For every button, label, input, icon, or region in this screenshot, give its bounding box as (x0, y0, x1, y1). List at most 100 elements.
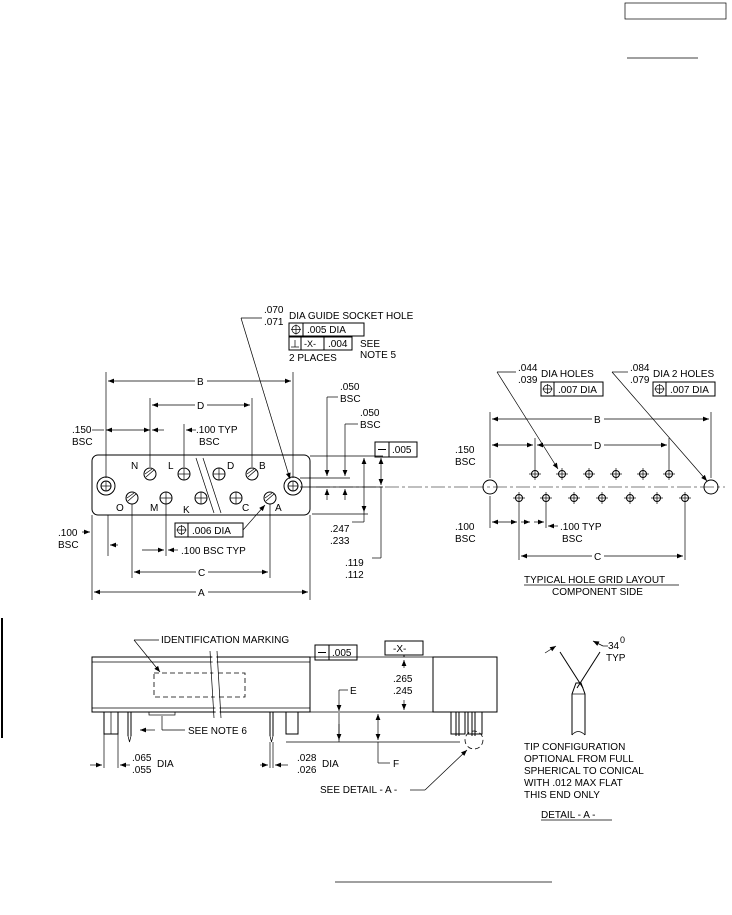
pin-label-n: N (131, 461, 138, 472)
detail-note-1: TIP CONFIGURATION (524, 742, 625, 753)
side-body (91, 656, 311, 713)
dim-100-value: .100 (58, 528, 78, 539)
guide-socket-fcf-2 (288, 336, 353, 351)
grid-dim-b-label: B (594, 415, 601, 426)
guide-socket-dia-max: .070 (264, 305, 284, 316)
guide-socket-fcf-datum: -X- (304, 339, 316, 349)
break-line-2 (202, 457, 222, 514)
guide-socket-left (96, 476, 116, 496)
pin-k (194, 491, 208, 505)
dim-050b-value: .050 (360, 408, 380, 419)
hole-grid-layout: .044 .039 DIA HOLES .007 DIA .084 .079 D… (455, 363, 725, 598)
guide-socket-fcf-perp: .004 (328, 339, 348, 350)
pin-d-mark (212, 467, 226, 481)
pin-fcf-leader (242, 504, 266, 531)
dim-100bsctyp: .100 BSC TYP (181, 546, 246, 557)
grid-dim-100-value: .100 (455, 522, 475, 533)
dim-100-bsc: BSC (58, 540, 79, 551)
position-icon-4 (654, 384, 665, 394)
see-detail-a: SEE DETAIL - A - (320, 785, 397, 796)
pin-l (177, 467, 191, 481)
dim-065: .065 (132, 753, 152, 764)
grid-dim-d-label: D (594, 441, 601, 452)
top-view: N L D B O M K C A .070 .071 DIA GUIDE SO… (58, 305, 470, 600)
pin-label-o: O (116, 503, 124, 514)
flatness-tol-side: .005 (332, 648, 352, 659)
datum-x-label: -X- (393, 644, 406, 655)
dim-055: .055 (132, 765, 152, 776)
id-marking-label: IDENTIFICATION MARKING (161, 635, 289, 646)
dim-a-label: A (198, 588, 205, 599)
grid-title: TYPICAL HOLE GRID LAYOUT (524, 575, 665, 586)
dim-100typ-bsc: BSC (199, 437, 220, 448)
grid-dim-c-label: C (594, 552, 601, 563)
id-marking-leader (133, 639, 161, 673)
guide-socket-fcf-tol: .005 DIA (307, 325, 346, 336)
grid-large-hole-left (482, 479, 498, 495)
dim-100typ-value: .100 TYP (196, 425, 238, 436)
guide-socket-note: NOTE 5 (360, 350, 397, 361)
side-break (212, 650, 220, 719)
dim-119-value: .119 (345, 558, 364, 569)
large-holes-max: .084 (630, 363, 650, 374)
pin-label-b: B (259, 461, 266, 472)
guide-socket-label: DIA GUIDE SOCKET HOLE (289, 311, 414, 322)
small-holes-label: DIA HOLES (541, 369, 594, 380)
pin-b (245, 467, 259, 481)
grid-subtitle: COMPONENT SIDE (552, 587, 643, 598)
detail-note-5: THIS END ONLY (524, 790, 600, 801)
pin-label-d: D (227, 461, 234, 472)
pin-m (159, 491, 173, 505)
large-holes-label: DIA 2 HOLES (653, 369, 714, 380)
large-holes-min: .079 (630, 375, 650, 386)
dia-label-2: DIA (322, 759, 339, 770)
pin-label-k: K (183, 505, 190, 516)
guide-socket-fcf-1 (288, 322, 365, 337)
small-holes-fcf-tol: .007 DIA (558, 385, 597, 396)
see-note-6: SEE NOTE 6 (188, 726, 247, 737)
pin-label-a: A (275, 503, 282, 514)
dim-f-label: F (393, 759, 399, 770)
grid-holes-lower (513, 492, 691, 504)
grid-dim-100typ-bsc: BSC (562, 534, 583, 545)
guide-socket-right (283, 476, 303, 496)
large-holes-fcf-tol: .007 DIA (670, 385, 709, 396)
dim-265-value: .265 (393, 674, 413, 685)
see-detail-leader (424, 749, 468, 791)
small-holes-leader (496, 371, 559, 470)
grid-large-hole-right (703, 479, 719, 495)
large-holes-fcf (652, 381, 716, 397)
guide-socket-leader-2 (240, 317, 291, 480)
detail-note-2: OPTIONAL FROM FULL (524, 754, 634, 765)
flatness-tol-top: .005 (392, 445, 412, 456)
detail-angle: 34 (608, 641, 620, 652)
dim-050a-bsc: BSC (340, 394, 361, 405)
position-icon-2 (176, 525, 187, 535)
grid-dim-100typ-value: .100 TYP (560, 522, 602, 533)
end-view-body (432, 656, 498, 713)
top-view-body (91, 454, 311, 516)
small-holes-fcf (540, 381, 604, 397)
grid-dim-150-bsc: BSC (455, 457, 476, 468)
dim-028: .028 (297, 753, 317, 764)
small-holes-max: .044 (518, 363, 538, 374)
flatness-fcf-top (374, 441, 418, 458)
detail-angle-deg: 0 (620, 635, 625, 645)
guide-socket-places: 2 PLACES (289, 353, 337, 364)
detail-typ: TYP (606, 653, 626, 664)
break-line-1 (195, 457, 215, 514)
dim-150-value: .150 (72, 425, 92, 436)
detail-pin-tip (571, 682, 586, 735)
pin-fcf-tol: .006 DIA (192, 526, 231, 537)
detail-title: DETAIL - A - (541, 810, 595, 821)
pin-label-m: M (150, 503, 158, 514)
pin-c (229, 491, 243, 505)
pin-label-l: L (168, 461, 174, 472)
dim-026: .026 (297, 765, 317, 776)
detail-a: 34 0 TYP TIP CONFIGURATION OPTIONAL FROM… (524, 635, 644, 821)
guide-socket-see: SEE (360, 339, 380, 350)
dim-233-value: .233 (330, 536, 350, 547)
grid-holes-upper (529, 468, 675, 480)
pin-o (125, 491, 139, 505)
